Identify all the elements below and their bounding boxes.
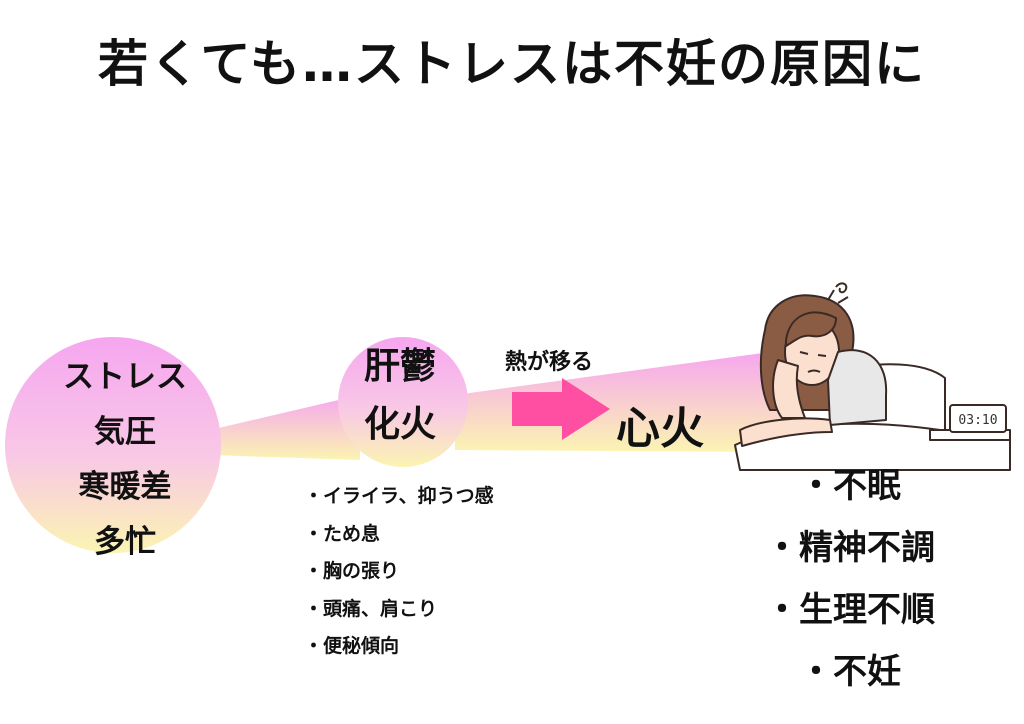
cause-item: 多忙 — [94, 524, 156, 560]
middle-symptom-list: ・イライラ、抑うつ感 ・ため息 ・胸の張り ・頭痛、肩こり ・便秘傾向 — [304, 478, 494, 666]
list-item: ・胸の張り — [304, 560, 400, 582]
list-item: ・生理不順 — [765, 590, 935, 630]
list-item: ・精神不調 — [765, 528, 935, 568]
arrow-label: 熱が移る — [505, 350, 594, 375]
arrow-icon — [512, 378, 610, 440]
stress-circle — [5, 337, 221, 553]
cause-item: ストレス — [63, 359, 187, 395]
list-item: ・イライラ、抑うつ感 — [304, 485, 494, 507]
list-item: ・頭痛、肩こり — [304, 597, 438, 620]
list-item: ・ため息 — [304, 522, 381, 545]
shinka-label: 心火 — [616, 403, 704, 454]
middle-line: 化火 — [363, 404, 436, 445]
stress-causes: ストレス 気圧 寒暖差 多忙 — [40, 350, 210, 570]
cause-item: 気圧 — [94, 414, 156, 450]
kanutsu-kaka-label: 肝鬱 化火 — [340, 338, 460, 454]
clock-time: 03:10 — [958, 413, 997, 428]
cause-item: 寒暖差 — [78, 469, 172, 505]
sleepless-woman-illustration — [734, 282, 1011, 471]
middle-line: 肝鬱 — [363, 346, 436, 387]
page-title: 若くても…ストレスは不妊の原因に — [98, 35, 926, 93]
list-item: ・便秘傾向 — [304, 635, 400, 657]
connector-band-1 — [210, 395, 360, 460]
list-item: ・不眠 — [799, 466, 901, 506]
kanutsu-circle — [338, 337, 468, 467]
connector-band-2 — [455, 352, 790, 452]
alarm-clock — [949, 404, 1007, 433]
list-item: ・不妊 — [799, 652, 901, 692]
result-symptom-list: ・不眠 ・精神不調 ・生理不順 ・不妊 — [735, 455, 965, 703]
